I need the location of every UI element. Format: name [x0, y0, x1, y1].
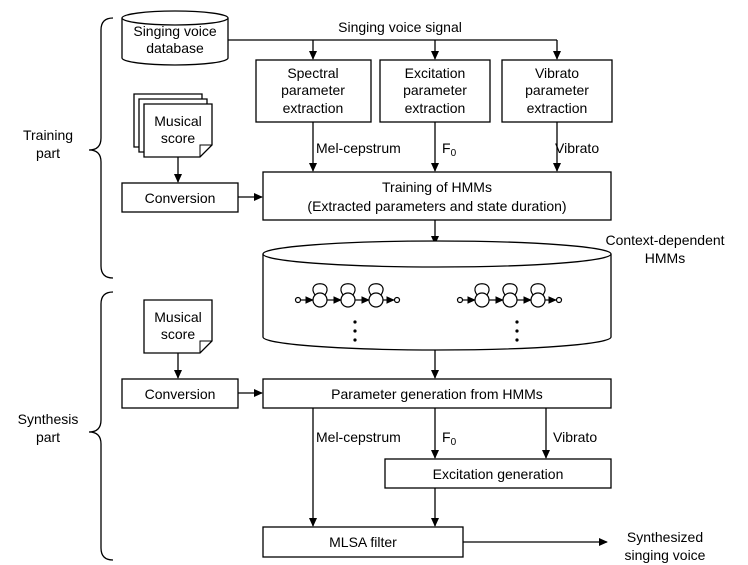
database-label: Singing voice: [133, 23, 216, 39]
excitation-extraction-label-3: extraction: [405, 100, 466, 116]
synthesis-mel-cepstrum-label: Mel-cepstrum: [316, 429, 401, 445]
training-score-label: Musical: [154, 113, 201, 129]
synthesis-part-label: Synthesis: [18, 411, 79, 427]
synthesis-score-label: Musical: [154, 309, 201, 325]
spectral-extraction-box: Spectral parameter extraction: [255, 59, 372, 123]
singing-voice-database: Singing voice database: [121, 10, 229, 66]
training-part-label-2: part: [36, 145, 60, 161]
hmm-chain-right: [456, 283, 563, 308]
synthesis-brace: [88, 291, 114, 561]
training-hmm-box: Training of HMMs (Extracted parameters a…: [262, 171, 612, 221]
excitation-extraction-label-2: parameter: [403, 82, 467, 98]
synthesis-conversion-label: Conversion: [145, 386, 216, 402]
excitation-extraction-label: Excitation: [405, 65, 466, 81]
synthesized-output-label-2: singing voice: [625, 547, 706, 563]
training-hmm-label-2: (Extracted parameters and state duration…: [307, 198, 566, 214]
training-conversion-label: Conversion: [145, 190, 216, 206]
vibrato-label: Vibrato: [555, 140, 599, 156]
vibrato-extraction-label: Vibrato: [535, 65, 579, 81]
mlsa-filter-box: MLSA filter: [262, 526, 464, 558]
parameter-generation-label: Parameter generation from HMMs: [331, 386, 543, 402]
synthesis-score-label-2: score: [161, 326, 195, 342]
context-dependent-hmm-store: [262, 240, 612, 351]
database-label-2: database: [146, 40, 204, 56]
synthesis-f0-label: F0: [442, 429, 457, 448]
synthesis-vibrato-label: Vibrato: [553, 429, 597, 445]
spectral-extraction-label-3: extraction: [283, 100, 344, 116]
hmm-ellipsis-dots: [353, 320, 519, 342]
training-hmm-label: Training of HMMs: [382, 179, 492, 195]
hmm-store-label-2: HMMs: [645, 250, 685, 266]
training-part-label: Training: [23, 127, 73, 143]
synthesis-part-label-2: part: [36, 429, 60, 445]
training-brace: [88, 17, 114, 279]
excitation-generation-label: Excitation generation: [433, 466, 564, 482]
spectral-extraction-label: Spectral: [287, 65, 338, 81]
excitation-extraction-box: Excitation parameter extraction: [379, 59, 491, 123]
spectral-extraction-label-2: parameter: [281, 82, 345, 98]
f0-label: F0: [442, 140, 457, 159]
synthesized-output-label: Synthesized: [627, 529, 703, 545]
training-score-label-2: score: [161, 130, 195, 146]
training-musical-score: Musical score: [133, 93, 213, 158]
training-conversion-box: Conversion: [121, 182, 239, 213]
synthesis-musical-score: Musical score: [143, 299, 213, 354]
mlsa-filter-label: MLSA filter: [329, 534, 397, 550]
mel-cepstrum-label: Mel-cepstrum: [316, 140, 401, 156]
vibrato-extraction-box: Vibrato parameter extraction: [501, 59, 613, 123]
vibrato-extraction-label-3: extraction: [527, 100, 588, 116]
hmm-chain-left: [294, 283, 401, 308]
excitation-generation-box: Excitation generation: [384, 458, 612, 489]
vibrato-extraction-label-2: parameter: [525, 82, 589, 98]
parameter-generation-box: Parameter generation from HMMs: [262, 378, 612, 409]
singing-voice-signal-label: Singing voice signal: [338, 19, 462, 35]
hmm-store-label: Context-dependent: [605, 232, 724, 248]
synthesis-conversion-box: Conversion: [121, 378, 239, 409]
